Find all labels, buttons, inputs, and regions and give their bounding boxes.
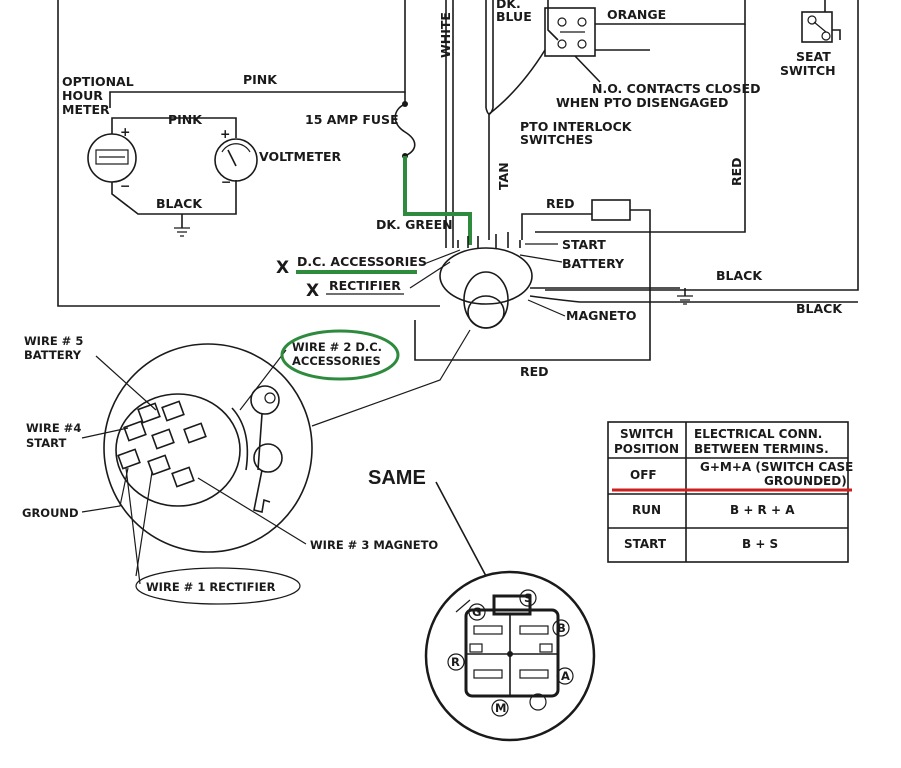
terminal-r: R (451, 655, 460, 669)
terminal-letters: G S B R A M (447, 589, 574, 717)
fuse-label: 15 AMP FUSE (305, 112, 399, 127)
dk-green-label: DK. GREEN (376, 217, 453, 232)
x-mark-accessories: X (276, 258, 289, 278)
battery-label: BATTERY (562, 256, 625, 271)
hour-meter-label-3: METER (62, 102, 110, 117)
wire-labels: OPTIONAL HOUR METER PINK PINK + − + − 15… (62, 0, 843, 379)
header-conn-2: BETWEEN TERMINS. (694, 442, 829, 456)
row-start-conn: B + S (742, 537, 778, 551)
wire4-label-2: START (26, 436, 66, 450)
row-run-position: RUN (632, 503, 661, 517)
voltmeter-label: VOLTMETER (259, 149, 342, 164)
hour-meter-label-1: OPTIONAL (62, 74, 134, 89)
terminal-face (424, 570, 596, 742)
terminal-g: G (472, 605, 481, 619)
pto-interlock-label-2: SWITCHES (520, 132, 593, 147)
wire1-oval (135, 567, 301, 605)
row-start-position: START (624, 537, 667, 551)
terminal-m: M (495, 701, 506, 715)
rectifier-label: RECTIFIER (329, 278, 401, 293)
pink-top-label: PINK (243, 72, 278, 87)
no-contacts-label-1: N.O. CONTACTS CLOSED (592, 81, 760, 96)
x-mark-rectifier: X (306, 281, 319, 301)
wire3-label: WIRE # 3 MAGNETO (310, 538, 438, 552)
magneto-label: MAGNETO (566, 308, 637, 323)
red-bottom-label: RED (520, 364, 549, 379)
seat-switch-label-2: SWITCH (780, 63, 836, 78)
wire2-highlight (280, 329, 400, 381)
dc-accessories-label: D.C. ACCESSORIES (297, 254, 427, 269)
red-vertical-label: RED (729, 157, 744, 186)
red-short-label: RED (546, 196, 575, 211)
wire5-label-1: WIRE # 5 (24, 334, 83, 348)
pto-interlock-label-1: PTO INTERLOCK (520, 119, 633, 134)
ground-label: GROUND (22, 506, 79, 520)
header-switch-2: POSITION (614, 442, 679, 456)
voltmeter-plus: + (220, 126, 230, 141)
dk-blue-label-2: BLUE (496, 9, 532, 24)
voltmeter-minus: − (221, 174, 231, 189)
row-off-conn-2: GROUNDED) (764, 474, 847, 488)
no-contacts-label-2: WHEN PTO DISENGAGED (556, 95, 728, 110)
hour-meter-minus: − (120, 178, 130, 193)
main-wiring (57, 0, 859, 361)
white-label: WHITE (438, 12, 453, 58)
wire5-label-2: BATTERY (24, 348, 82, 362)
pink-mid-label: PINK (168, 112, 203, 127)
header-switch-1: SWITCH (620, 427, 673, 441)
wire1-label: WIRE # 1 RECTIFIER (146, 580, 276, 594)
row-off-position: OFF (630, 468, 657, 482)
row-off-conn-1: G+M+A (SWITCH CASE (700, 460, 853, 474)
black-right-label-2: BLACK (796, 301, 843, 316)
terminal-b: B (557, 621, 566, 635)
hour-meter-plus: + (120, 124, 130, 139)
tan-label: TAN (496, 162, 511, 190)
seat-switch-label-1: SEAT (796, 49, 831, 64)
dk-blue-label-1: DK. (496, 0, 521, 11)
switch-position-table: SWITCH POSITION ELECTRICAL CONN. BETWEEN… (607, 421, 853, 563)
switch-detail: WIRE # 5 BATTERY WIRE # 2 D.C. ACCESSORI… (22, 329, 471, 605)
terminal-a: A (561, 669, 570, 683)
same-leader (435, 481, 487, 577)
black-meter-label: BLACK (156, 196, 203, 211)
start-label: START (562, 237, 606, 252)
wire2-label-2: ACCESSORIES (292, 354, 381, 368)
header-conn-1: ELECTRICAL CONN. (694, 427, 822, 441)
hour-meter-label-2: HOUR (62, 88, 103, 103)
wire4-label-1: WIRE #4 (26, 421, 81, 435)
wire2-label-1: WIRE # 2 D.C. (292, 340, 382, 354)
terminal-s: S (524, 591, 532, 605)
black-right-label-1: BLACK (716, 268, 763, 283)
row-run-conn: B + R + A (730, 503, 795, 517)
orange-label: ORANGE (607, 7, 666, 22)
same-label: SAME (368, 467, 426, 489)
